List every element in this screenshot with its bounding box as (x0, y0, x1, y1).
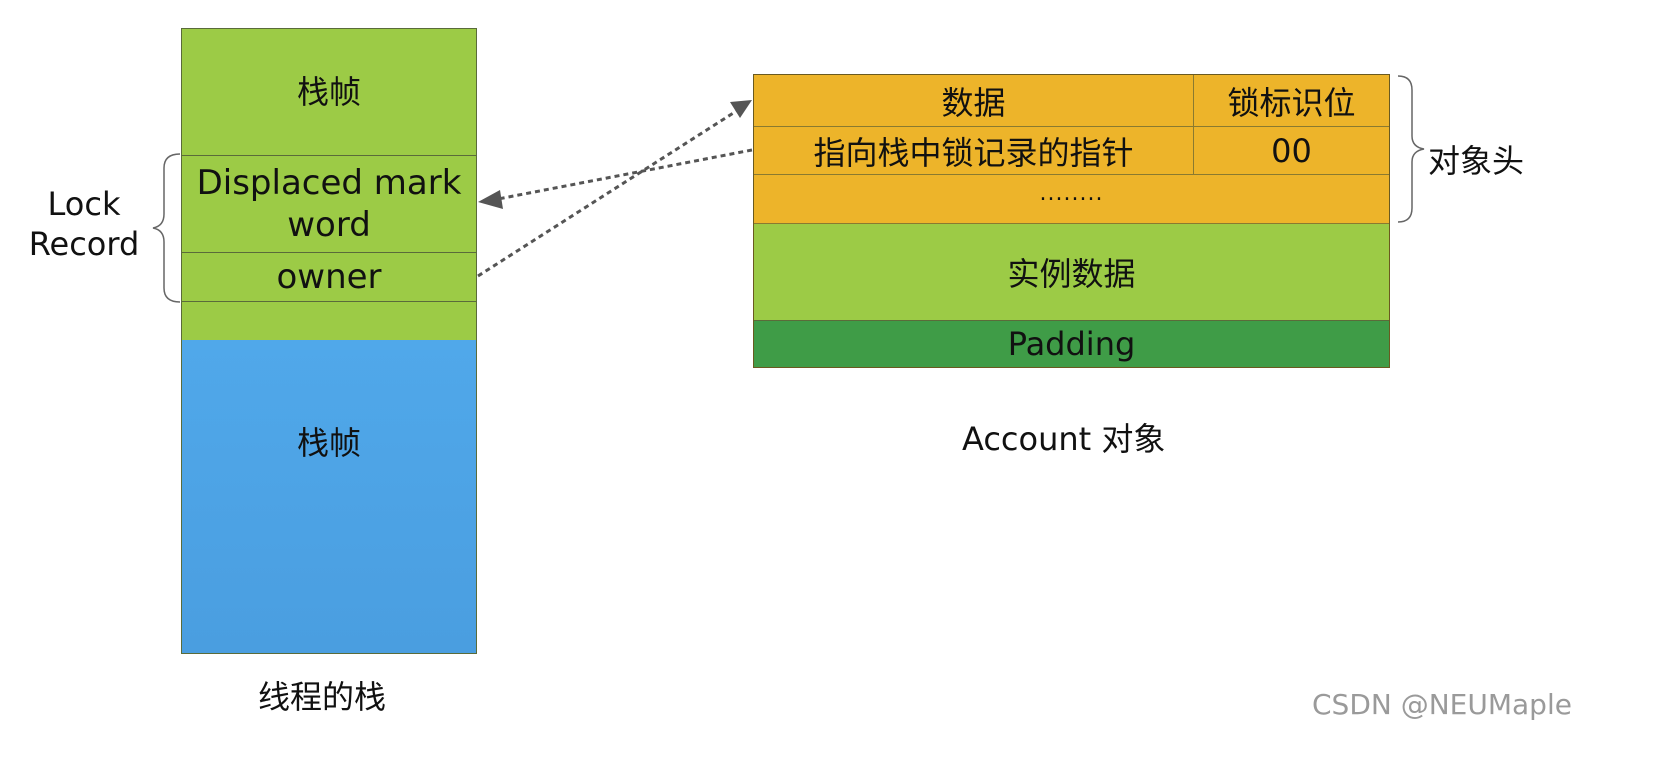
lock-record-brace (152, 153, 181, 303)
padding-row: Padding (754, 321, 1389, 367)
header-row-titles: 数据 锁标识位 (754, 75, 1389, 127)
lock-bits-value-cell: 00 (1194, 127, 1389, 174)
stack-frame-top-label: 栈帧 (296, 73, 361, 111)
header-row-ellipsis: ........ (754, 175, 1389, 224)
owner-label: owner (276, 257, 382, 297)
pointer-to-lock-record-label: 指向栈中锁记录的指针 (813, 133, 1134, 172)
header-col-data-label: 数据 (941, 83, 1006, 122)
csdn-watermark: CSDN @NEUMaple (1312, 688, 1572, 721)
owner-to-header-arrowhead (730, 100, 752, 118)
lock-bits-value: 00 (1271, 131, 1312, 170)
header-row-pointer: 指向栈中锁记录的指针 00 (754, 127, 1389, 175)
pointer-to-displaced-arrow (497, 148, 753, 201)
header-col-lock-bits: 锁标识位 (1194, 75, 1389, 126)
pointer-to-displaced-arrowhead (478, 190, 503, 209)
stack-frame-bottom: 栈帧 (182, 340, 476, 653)
header-ellipsis: ........ (1039, 180, 1104, 206)
object-header-label: 对象头 (1428, 142, 1525, 180)
owner-cell: owner (182, 253, 476, 302)
stack-frame-top: 栈帧 (182, 29, 476, 156)
thread-stack-caption: 线程的栈 (258, 678, 387, 716)
object-header-brace (1397, 75, 1425, 223)
thread-stack: 栈帧 Displaced mark word owner 栈帧 (181, 28, 477, 654)
lock-record-label: Lock Record (28, 185, 140, 263)
stack-frame-bottom-label: 栈帧 (296, 424, 361, 462)
account-object-caption: Account 对象 (962, 420, 1166, 458)
instance-data-row: 实例数据 (754, 224, 1389, 321)
displaced-mark-word-label: Displaced mark word (196, 163, 462, 245)
owner-to-header-arrow (477, 108, 739, 278)
displaced-mark-word-cell: Displaced mark word (182, 156, 476, 253)
header-col-lock-bits-label: 锁标识位 (1227, 83, 1356, 122)
account-object: 数据 锁标识位 指向栈中锁记录的指针 00 ........ 实例数据 Padd… (753, 74, 1390, 368)
stack-green-filler (182, 302, 476, 340)
instance-data-label: 实例数据 (1007, 255, 1136, 293)
pointer-to-lock-record-cell: 指向栈中锁记录的指针 (754, 127, 1194, 174)
header-col-data: 数据 (754, 75, 1194, 126)
padding-label: Padding (1007, 325, 1136, 363)
